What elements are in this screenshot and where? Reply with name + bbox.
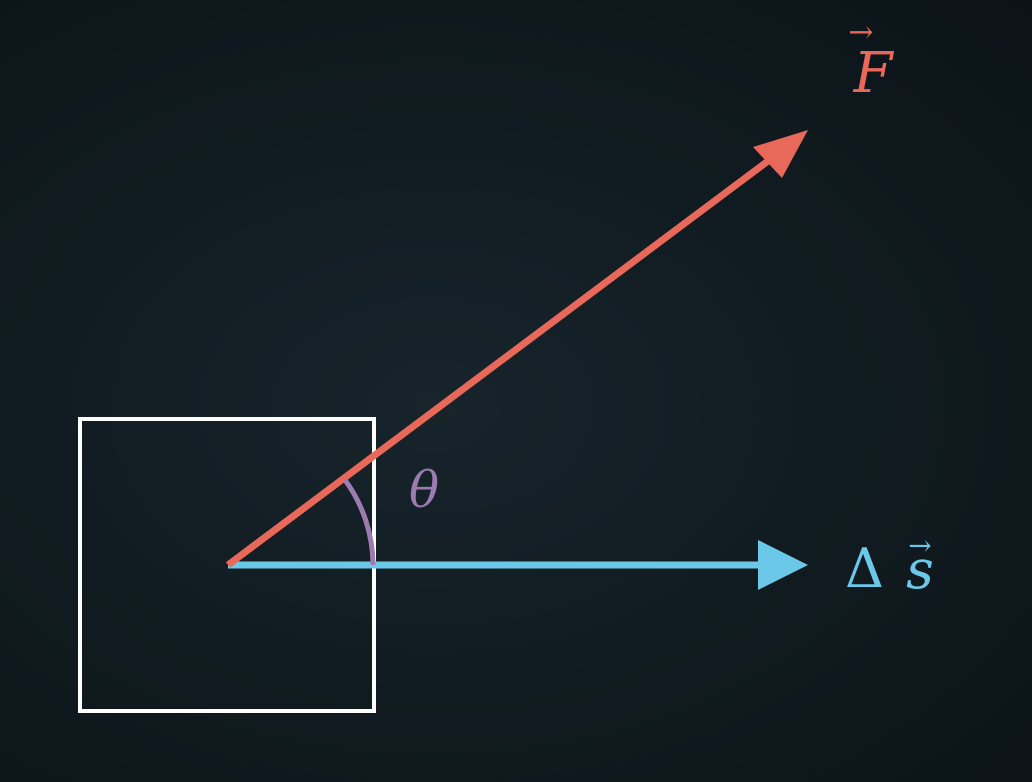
displacement-vector-arrowhead	[758, 540, 808, 590]
force-vector-arrowhead	[753, 130, 808, 178]
displacement-label-var: s	[906, 538, 934, 601]
force-label-arrow: →	[848, 15, 873, 50]
angle-arc	[342, 478, 376, 566]
displacement-label-arrow: →	[908, 529, 931, 562]
force-vector-shaft	[225, 149, 783, 568]
force-label: F	[853, 41, 895, 106]
displacement-label-delta: Δ	[845, 537, 884, 600]
angle-label: θ	[409, 461, 439, 519]
